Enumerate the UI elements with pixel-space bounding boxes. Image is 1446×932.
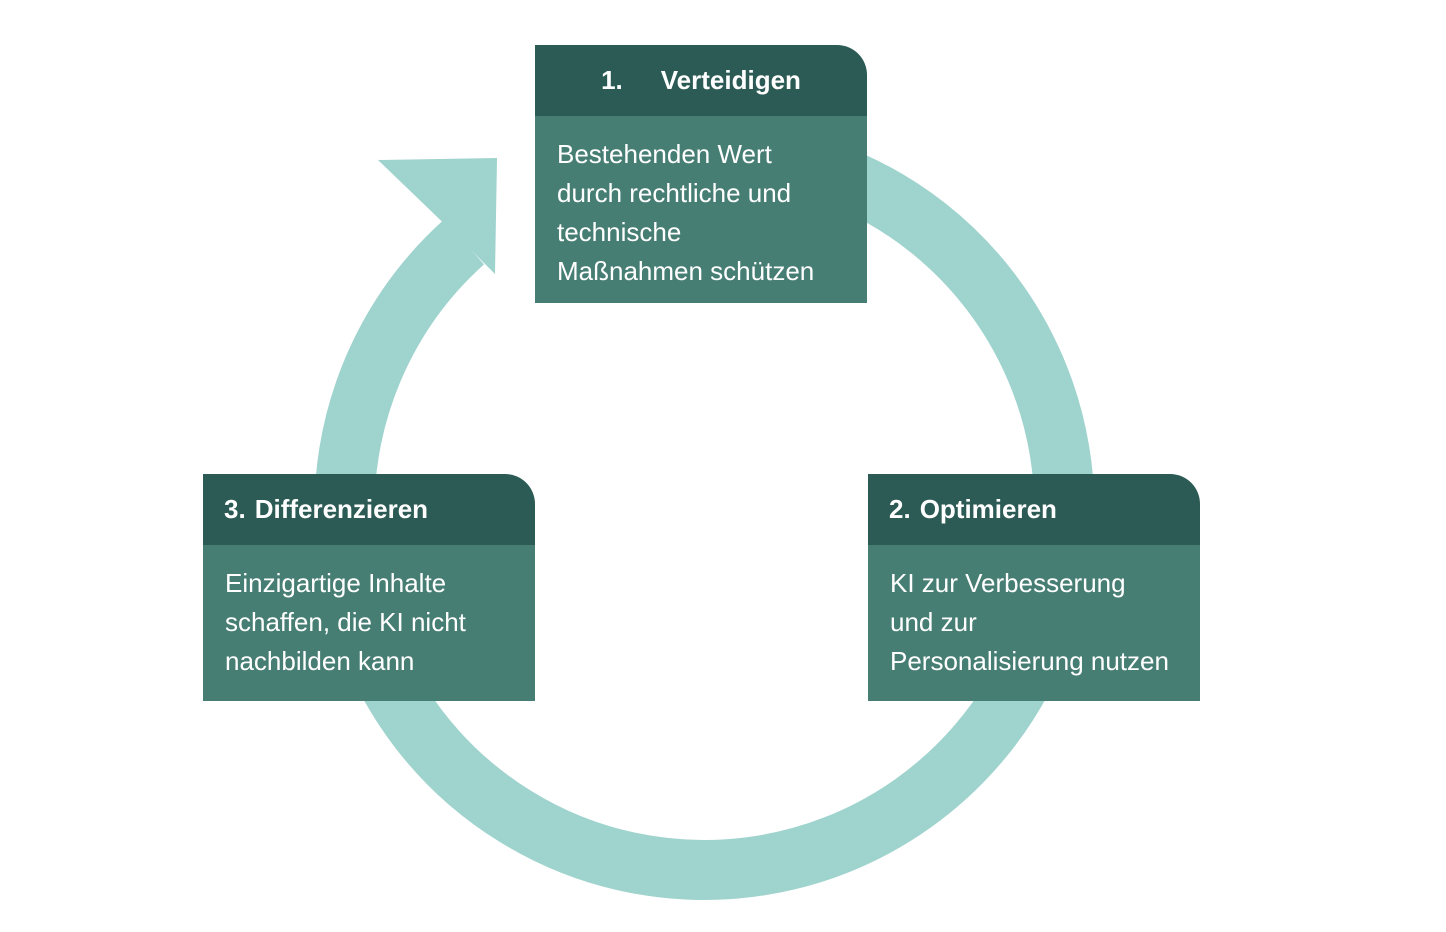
step-1-number: 1.: [601, 65, 623, 95]
step-3-description: Einzigartige Inhalte schaffen, die KI ni…: [203, 545, 535, 701]
step-card-2: 2. Optimieren KI zur Verbesserung und zu…: [868, 474, 1200, 701]
cycle-arrow-head-icon: [378, 158, 497, 274]
step-card-1: 1. Verteidigen Bestehenden Wert durch re…: [535, 45, 867, 303]
step-1-title: Verteidigen: [660, 65, 801, 95]
step-card-3: 3. Differenzieren Einzigartige Inhalte s…: [203, 474, 535, 701]
step-1-description: Bestehenden Wert durch rechtliche und te…: [535, 116, 867, 303]
step-3-number: 3.: [224, 494, 246, 524]
step-1-header: 1. Verteidigen: [535, 45, 867, 116]
step-2-title: Optimieren: [919, 494, 1057, 524]
step-2-description: KI zur Verbesserung und zur Personalisie…: [868, 545, 1200, 701]
step-3-title: Differenzieren: [254, 494, 429, 524]
step-3-header: 3. Differenzieren: [203, 474, 535, 545]
step-2-header: 2. Optimieren: [868, 474, 1200, 545]
step-2-number: 2.: [889, 494, 911, 524]
